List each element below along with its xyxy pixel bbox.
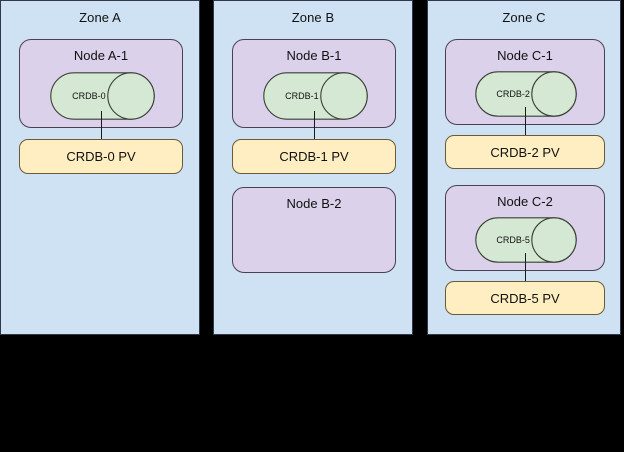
node-a-1-title: Node A-1 bbox=[73, 48, 129, 63]
connector-node-a-1-to-pv bbox=[101, 111, 102, 139]
crdb-1-cylinder[interactable]: CRDB-1 bbox=[263, 72, 368, 120]
connector-node-b-1-to-pv bbox=[314, 111, 315, 139]
connector-node-c-2-to-pv bbox=[525, 253, 526, 281]
zone-a-title: Zone A bbox=[79, 10, 121, 25]
crdb-2-cylinder[interactable]: CRDB-2 bbox=[475, 71, 578, 117]
zone-a-container[interactable]: Zone A Node A-1 CRDB-0 CRDB-0 PV bbox=[0, 0, 200, 335]
cylinder-shape bbox=[50, 72, 155, 120]
crdb-5-pv-label: CRDB-5 PV bbox=[490, 290, 560, 306]
crdb-5-pv-box[interactable]: CRDB-5 PV bbox=[445, 281, 605, 315]
crdb-0-cylinder[interactable]: CRDB-0 bbox=[50, 72, 155, 120]
crdb-2-pv-box[interactable]: CRDB-2 PV bbox=[445, 135, 605, 169]
node-b-2-title: Node B-2 bbox=[286, 196, 342, 211]
node-b-2-box[interactable]: Node B-2 bbox=[232, 187, 396, 273]
crdb-0-pv-box[interactable]: CRDB-0 PV bbox=[19, 139, 183, 174]
crdb-5-cylinder[interactable]: CRDB-5 bbox=[475, 217, 578, 263]
zone-c-title: Zone C bbox=[502, 10, 546, 25]
node-c-2-title: Node C-2 bbox=[497, 194, 553, 209]
connector-node-c-1-to-pv bbox=[525, 107, 526, 135]
crdb-2-pv-label: CRDB-2 PV bbox=[490, 144, 560, 160]
node-c-1-box[interactable]: Node C-1 CRDB-2 bbox=[445, 39, 605, 125]
crdb-0-pv-label: CRDB-0 PV bbox=[66, 149, 136, 164]
zone-b-title: Zone B bbox=[291, 10, 335, 25]
zone-c-container[interactable]: Zone C Node C-1 CRDB-2 CRDB-2 PV Node C-… bbox=[427, 0, 621, 335]
zone-b-container[interactable]: Zone B Node B-1 CRDB-1 CRDB-1 PV Node B-… bbox=[213, 0, 413, 335]
crdb-1-pv-box[interactable]: CRDB-1 PV bbox=[232, 139, 396, 174]
node-b-1-title: Node B-1 bbox=[286, 48, 342, 63]
node-c-1-title: Node C-1 bbox=[497, 48, 553, 63]
crdb-1-pv-label: CRDB-1 PV bbox=[279, 149, 349, 164]
cylinder-shape bbox=[263, 72, 368, 120]
cylinder-shape bbox=[475, 71, 577, 117]
cylinder-shape bbox=[475, 217, 577, 263]
